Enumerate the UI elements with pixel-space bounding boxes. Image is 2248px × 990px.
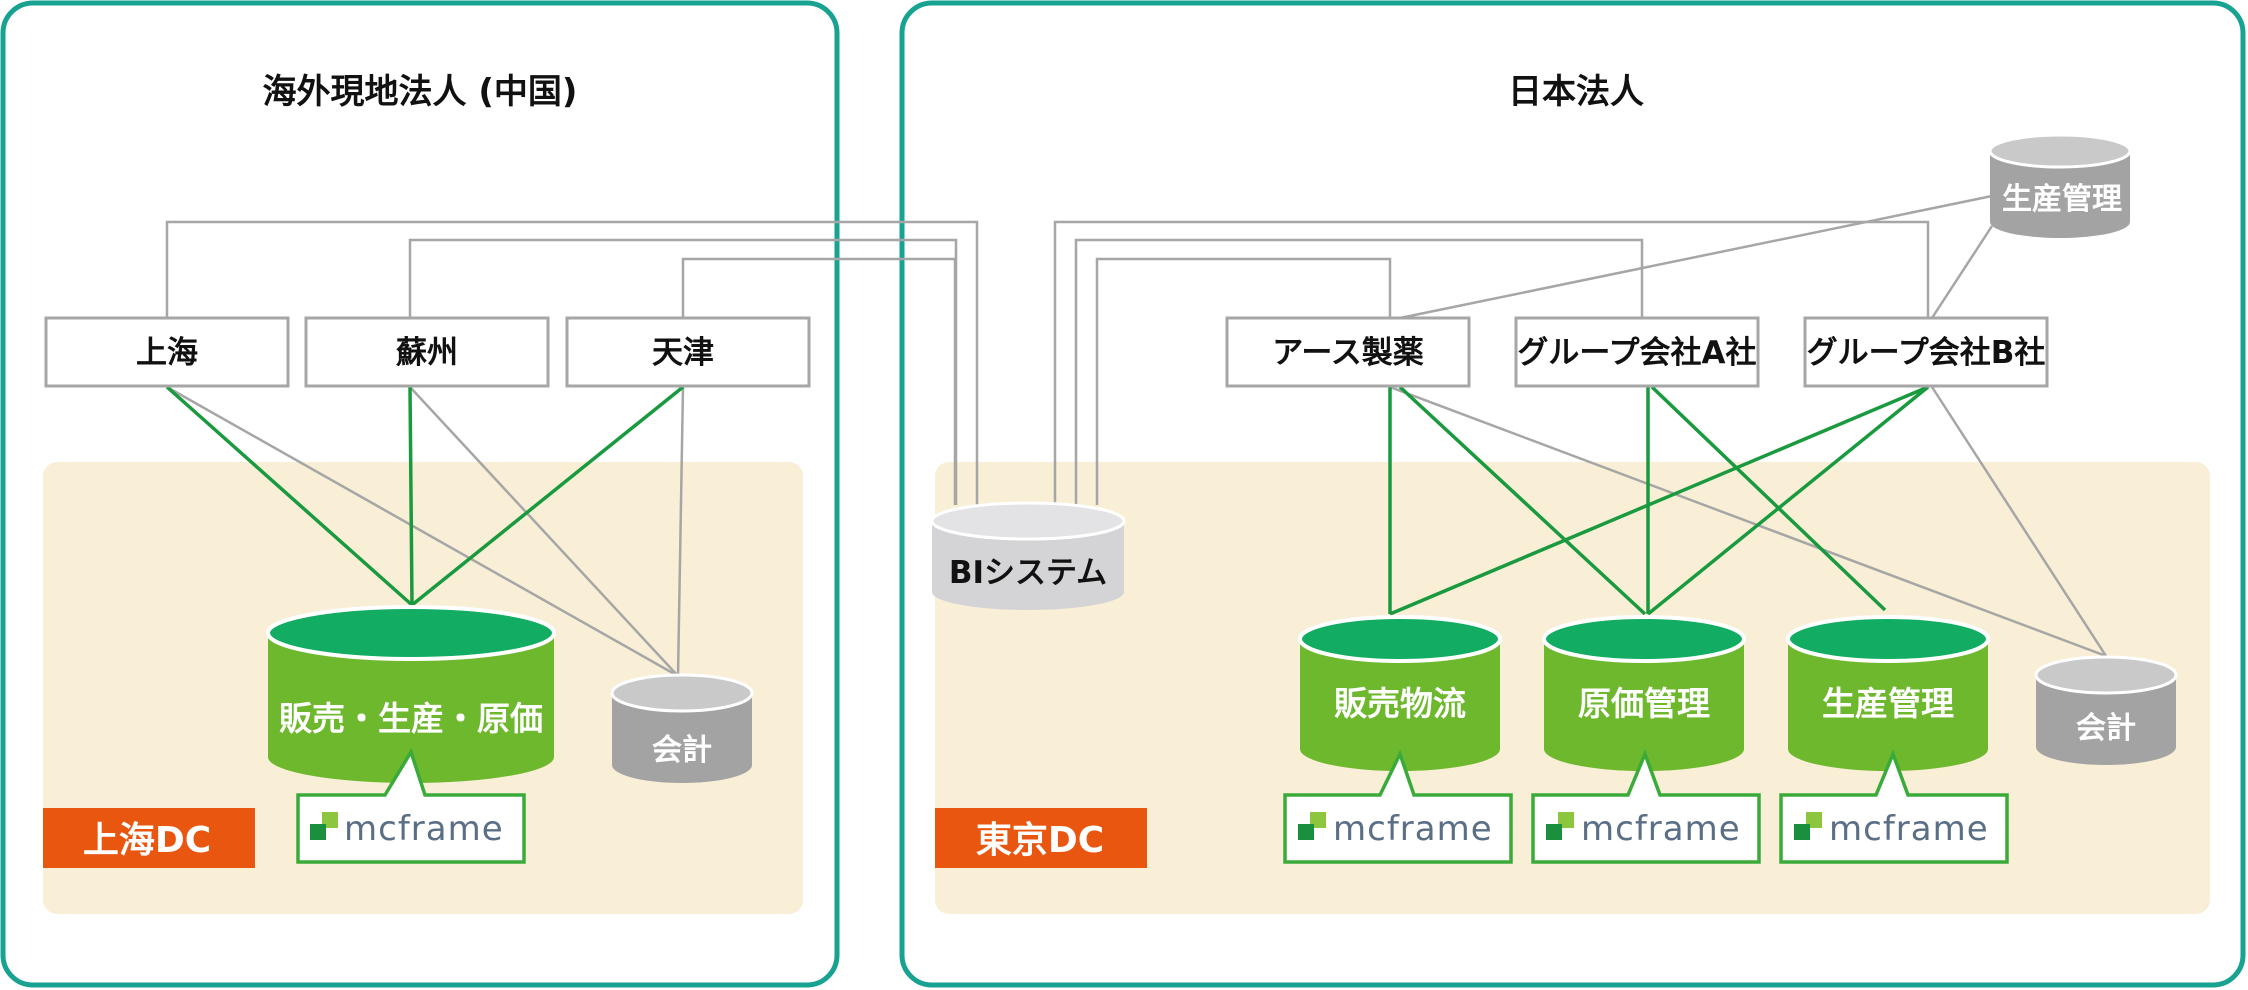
production-mgmt-db: 生産管理 [1786,615,1990,771]
mcframe-logo-text-cost: mcframe [1581,809,1741,849]
site-earth-label: アース製薬 [1272,335,1424,371]
japan-mcframe-links [1388,385,1930,616]
mcframe-logo-text-production: mcframe [1829,809,1989,849]
group-a-to-bi-link [1074,238,1644,505]
suzhou-to-core-link [408,386,414,606]
overseas-region-title: 海外現地法人 (中国) [263,72,578,112]
cost-mgmt-label: 原価管理 [1578,684,1710,723]
site-suzhou-label: 蘇州 [396,335,458,371]
japan-to-bi-links [1053,220,1930,505]
earth-to-cost-link [1398,385,1647,616]
group-a-to-production-link [1650,385,1887,612]
tianjin-to-bi-link-a [681,257,955,318]
shanghai-dc-label: 上海DC [83,820,211,861]
external-production-label: 生産管理 [2002,182,2122,217]
site-group-a: グループ会社A社 [1514,316,1760,388]
china-core-label: 販売・生産・原価 [279,699,543,738]
site-earth: アース製薬 [1225,316,1471,388]
production-mgmt-label: 生産管理 [1822,684,1954,723]
site-tianjin-label: 天津 [652,335,714,371]
mcframe-callout-sales: mcframe [1283,749,1513,864]
site-group-a-label: グループ会社A社 [1517,335,1756,371]
group-b-to-bi-link [1053,220,1930,505]
group-b-to-sales-link [1389,385,1929,616]
japan-region-title: 日本法人 [1508,72,1644,112]
site-group-b-label: グループ会社B社 [1807,335,2046,371]
china-core-db: 販売・生産・原価 [266,605,556,783]
site-tianjin: 天津 [565,316,811,388]
tianjin-to-core-link [410,385,685,607]
group-b-to-external-production-link [1930,225,1994,319]
mcframe-callout-china: mcframe [296,747,526,864]
sales-logistics-db: 販売物流 [1298,615,1502,771]
mcframe-logo-text-china: mcframe [344,809,504,849]
shanghai-to-core-link [165,385,414,607]
external-production-db: 生産管理 [1988,133,2132,238]
cost-mgmt-db: 原価管理 [1542,615,1746,771]
china-accounting-label: 会計 [652,733,712,768]
sales-logistics-label: 販売物流 [1334,684,1466,723]
china-accounting-db: 会計 [610,673,754,783]
bi-system-db: BIシステム [930,501,1126,610]
suzhou-to-accounting-link [409,386,679,677]
earth-to-accounting-link [1389,385,2107,658]
shanghai-to-bi-link [165,220,979,505]
group-b-to-cost-link [1646,385,1930,616]
tianjin-to-accounting-link [676,386,685,677]
site-suzhou: 蘇州 [304,316,550,388]
mcframe-callout-production: mcframe [1779,749,2009,864]
earth-to-external-production-link [1399,194,1993,320]
shanghai-dc-tag: 上海DC [43,808,255,868]
site-shanghai-label: 上海 [136,335,198,371]
china-mcframe-links [165,385,685,607]
mcframe-callout-cost: mcframe [1531,749,1761,864]
tokyo-dc-tag: 東京DC [935,808,1147,868]
group-b-to-accounting-link [1930,386,2108,657]
site-group-b: グループ会社B社 [1803,316,2049,388]
mcframe-logo-text-sales: mcframe [1333,809,1493,849]
bi-system-label: BIシステム [949,555,1107,591]
tokyo-dc-label: 東京DC [976,819,1104,861]
site-shanghai: 上海 [44,316,290,388]
japan-accounting-label: 会計 [2076,711,2136,746]
earth-to-bi-link [1095,257,1392,505]
china-to-bi-links [165,220,979,505]
japan-accounting-db: 会計 [2034,655,2178,765]
shanghai-to-accounting-link [166,385,679,678]
